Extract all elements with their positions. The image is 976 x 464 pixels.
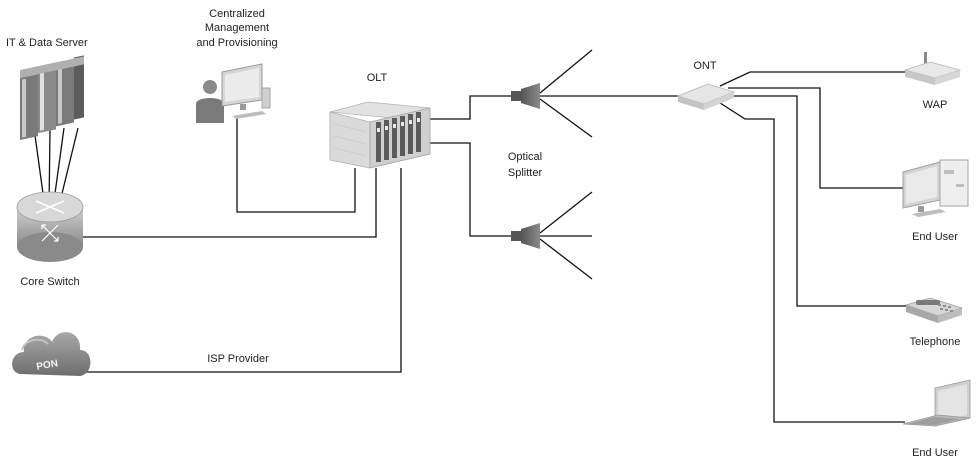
desktop-computer-icon [902, 159, 969, 217]
wire-splitter-upper-out-1 [539, 49, 593, 94]
wire-ont-desktop [728, 87, 903, 189]
label-it-server: IT & Data Server [6, 37, 88, 49]
label-mgmt-line3: and Provisioning [196, 37, 277, 49]
label-mgmt-line2: Management [205, 22, 269, 34]
wire-ont-wap [719, 71, 906, 87]
label-olt: OLT [367, 72, 388, 84]
ont-device-icon [676, 83, 736, 110]
wire-splitter-upper-out-3 [539, 98, 593, 138]
optical-splitter-lower-icon [511, 223, 540, 249]
wire-switch-olt [83, 168, 377, 238]
pon-cloud-icon: PON [12, 332, 91, 376]
labels: IT & Data Server Centralized Management … [6, 8, 960, 459]
label-mgmt-line1: Centralized [209, 8, 265, 20]
label-end-user-laptop: End User [912, 447, 958, 459]
connection-lines [33, 49, 906, 423]
label-wap: WAP [923, 99, 948, 111]
admin-workstation-icon [196, 63, 271, 123]
pon-badge-text: PON [36, 358, 59, 373]
label-optical: Optical [508, 151, 542, 163]
label-core-switch: Core Switch [20, 276, 79, 288]
laptop-icon [902, 379, 971, 427]
desk-telephone-icon [904, 297, 964, 323]
label-ont: ONT [693, 60, 717, 72]
wire-splitter-lower-out-3 [539, 238, 593, 280]
wire-isp-olt [82, 168, 402, 373]
core-switch-icon [16, 191, 84, 262]
olt-chassis-icon [329, 101, 431, 169]
wire-ont-laptop [716, 100, 905, 423]
wire-olt-splitter-upper [430, 95, 511, 120]
label-telephone: Telephone [910, 336, 961, 348]
wire-olt-splitter-lower [430, 142, 511, 237]
label-splitter: Splitter [508, 167, 543, 179]
server-rack-icon [20, 55, 84, 140]
wire-workstation-olt [236, 116, 356, 213]
optical-splitter-icon [511, 83, 540, 109]
label-end-user-desktop: End User [912, 231, 958, 243]
label-isp-provider: ISP Provider [207, 353, 269, 365]
wire-splitter-lower-out-1 [539, 191, 593, 234]
wire-ont-telephone [727, 95, 906, 307]
wireless-access-point-icon [903, 52, 962, 85]
